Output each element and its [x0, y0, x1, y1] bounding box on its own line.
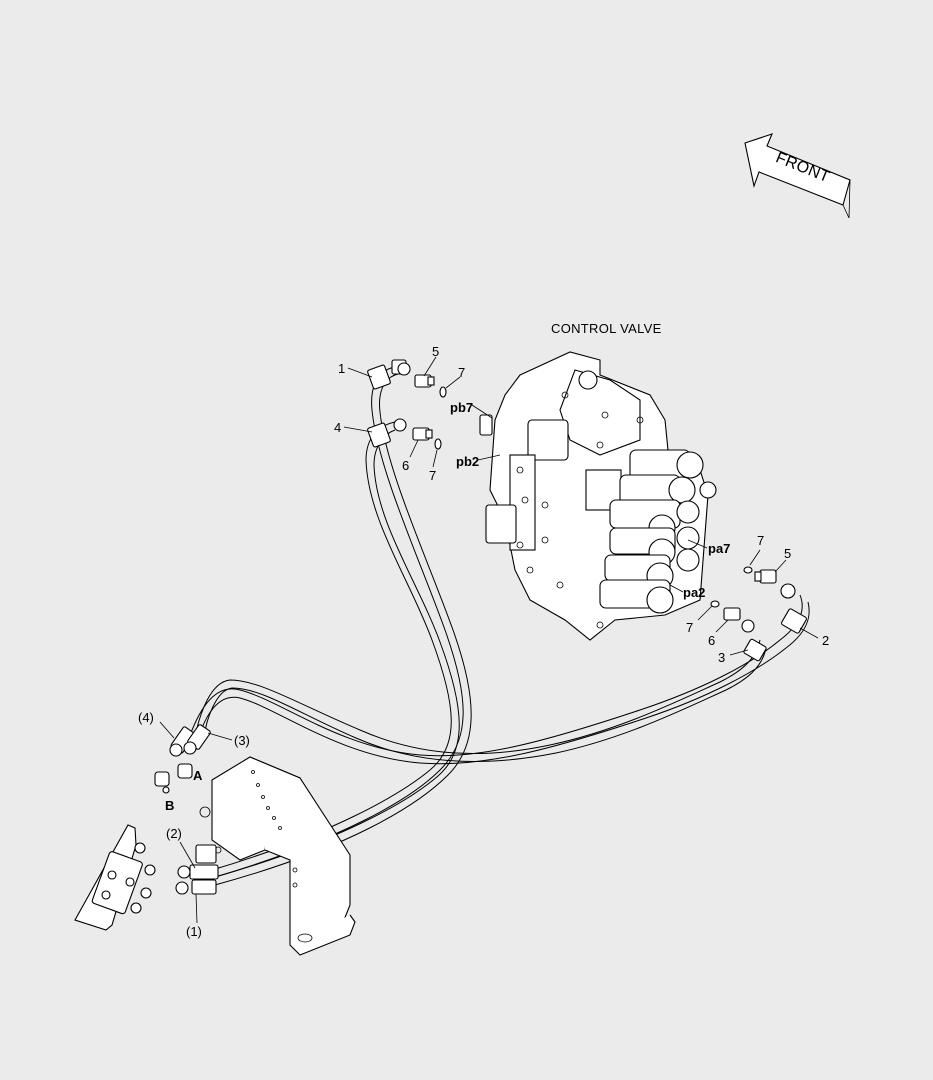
control-valve-body: [479, 351, 717, 641]
port-pb2-label: pb2: [456, 454, 479, 469]
callout-7-upper: 7: [458, 365, 465, 380]
port-pa2-label: pa2: [683, 585, 705, 600]
hoses: [187, 365, 810, 886]
callout-labels: 1 4 5 7 pb7 6 7 pb2 pa7 7 5 pa2 7 6 2 3 …: [138, 344, 829, 939]
callout-4: 4: [334, 420, 341, 435]
front-arrow-icon: FRONT: [744, 133, 851, 219]
callout-7-right: 7: [757, 533, 764, 548]
pilot-valve-block: [74, 824, 156, 931]
port-A-label: A: [193, 768, 203, 783]
mounting-bracket: [195, 756, 356, 956]
fittings-right: [710, 566, 777, 621]
callout-5-right: 5: [784, 546, 791, 561]
leader-lines: [159, 356, 819, 924]
hose-ends-pilot: [154, 724, 219, 895]
callout-1: 1: [338, 361, 345, 376]
callout-paren-3: (3): [234, 733, 250, 748]
callout-3: 3: [718, 650, 725, 665]
callout-7-mid: 7: [429, 468, 436, 483]
hose-ends-upper: [367, 359, 411, 448]
hose-ends-right: [741, 583, 807, 662]
callout-paren-1: (1): [186, 924, 202, 939]
callout-6-right: 6: [708, 633, 715, 648]
control-valve-title: CONTROL VALVE: [551, 321, 662, 336]
callout-paren-2: (2): [166, 826, 182, 841]
port-B-label: B: [165, 798, 174, 813]
callout-2: 2: [822, 633, 829, 648]
solenoid-stack: [599, 449, 717, 614]
callout-paren-4: (4): [138, 710, 154, 725]
callout-6-upper: 6: [402, 458, 409, 473]
fittings-upper: [412, 374, 447, 450]
port-pa7-label: pa7: [708, 541, 730, 556]
port-pb7-label: pb7: [450, 400, 473, 415]
callout-7-lower: 7: [686, 620, 693, 635]
callout-5-upper: 5: [432, 344, 439, 359]
